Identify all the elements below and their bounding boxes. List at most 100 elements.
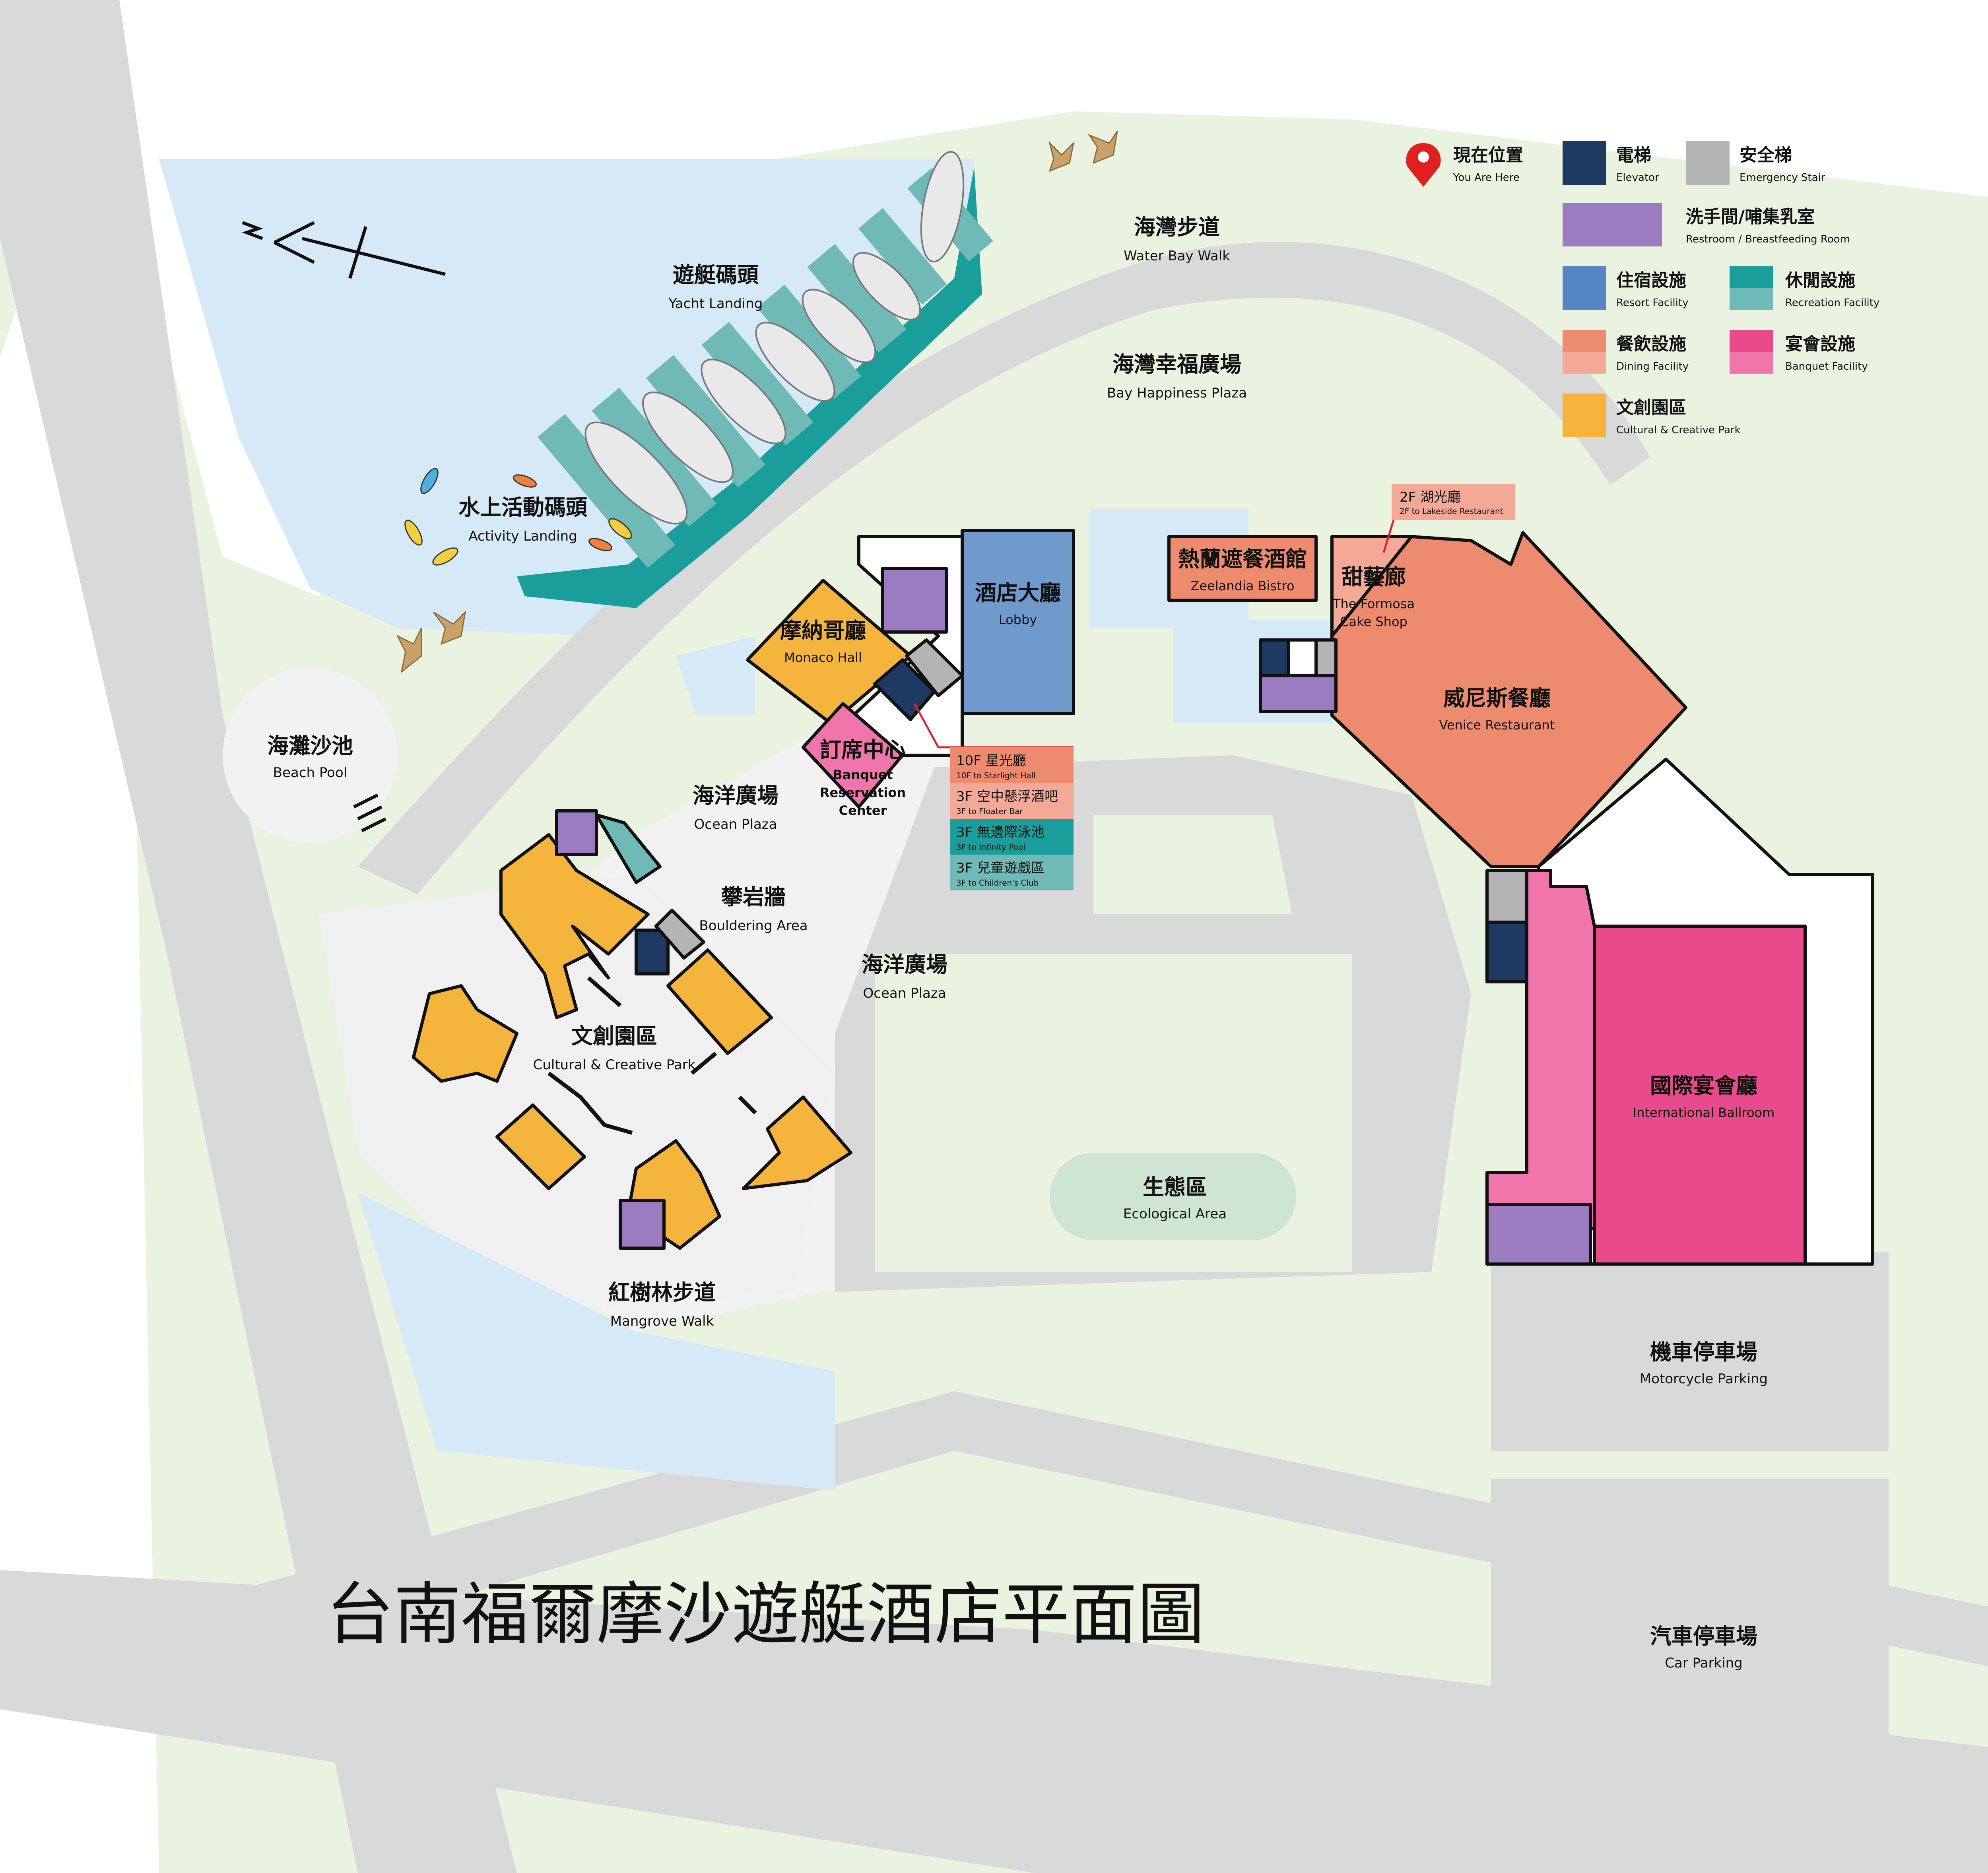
monaco-zh: 摩納哥廳: [780, 618, 866, 643]
floor-row-1-zh: 3F 空中懸浮酒吧: [956, 789, 1058, 805]
swatch-cultural: [1563, 394, 1606, 437]
legend-recreation-en: Recreation Facility: [1785, 297, 1879, 309]
yacht-icons: [584, 151, 965, 525]
swatch-dining-dark: [1563, 330, 1606, 352]
ecological-en: Ecological Area: [1123, 1206, 1227, 1222]
car-parking-zh: 汽車停車場: [1650, 1624, 1757, 1649]
location-pin-icon: [1406, 143, 1441, 187]
beach-pool-circle: [223, 668, 398, 843]
lakeside-callout[interactable]: 2F 湖光廳 2F to Lakeside Restaurant: [1382, 484, 1515, 553]
banquet-reservation-building[interactable]: [802, 702, 904, 809]
bouldering-zh: 攀岩牆: [721, 884, 786, 909]
legend-restroom-en: Restroom / Breastfeeding Room: [1686, 233, 1850, 245]
legend-resort-en: Resort Facility: [1616, 297, 1689, 309]
legend-stair-zh: 安全梯: [1740, 145, 1792, 165]
beach-lines: [353, 793, 386, 832]
floor-row-0-en: 10F to Starlight Hall: [956, 771, 1036, 780]
lakeside-en: 2F to Lakeside Restaurant: [1400, 506, 1503, 516]
car-parking-area: [1491, 1479, 1889, 1737]
lobby-stair[interactable]: [905, 638, 964, 697]
floor-row-0[interactable]: [950, 747, 1074, 783]
activity-landing-zh: 水上活動碼頭: [458, 495, 588, 520]
pointer-line: [913, 703, 940, 748]
ocean-plaza-2-zh: 海洋廣場: [862, 952, 947, 977]
swatch-dining-light: [1563, 352, 1606, 374]
dock-fingers: [538, 168, 993, 568]
floor-row-3[interactable]: [950, 855, 1074, 890]
south-road-2: [239, 1391, 1988, 1666]
legend-dining-zh: 餐飲設施: [1616, 334, 1686, 354]
north-arrow-icon: [242, 221, 446, 279]
bay-walk-road: [358, 242, 1650, 894]
cultural-stair[interactable]: [654, 909, 705, 960]
venice-zh: 威尼斯餐廳: [1443, 686, 1551, 711]
ecological-area-shape: [1050, 1153, 1296, 1240]
bouldering-en: Bouldering Area: [699, 918, 808, 934]
venice-restroom[interactable]: [1259, 674, 1338, 713]
activity-landing-en: Activity Landing: [468, 528, 577, 544]
legend-stair-en: Emergency Stair: [1740, 172, 1825, 184]
floor-row-2-zh: 3F 無邊際泳池: [956, 824, 1044, 840]
water-bay-walk-zh: 海灣步道: [1134, 215, 1220, 240]
lobby-en: Lobby: [999, 612, 1037, 627]
stairs-icon: [1686, 141, 1730, 185]
legend-dining-en: Dining Facility: [1616, 361, 1689, 372]
legend-cultural-zh: 文創園區: [1616, 397, 1686, 418]
ballroom-building[interactable]: [1593, 925, 1807, 1266]
south-road: [0, 1570, 1988, 1873]
water-patch-3: [676, 636, 755, 715]
ballroom-prefunction[interactable]: [1485, 869, 1596, 1230]
legend-resort-zh: 住宿設施: [1616, 270, 1686, 291]
ballroom-restroom[interactable]: [1485, 1203, 1592, 1266]
cultural-park-en: Cultural & Creative Park: [533, 1057, 696, 1073]
venice-en: Venice Restaurant: [1439, 717, 1555, 733]
lakeside-zh: 2F 湖光廳: [1400, 489, 1461, 505]
place-labels: 遊艇碼頭 Yacht Landing 海灣步道 Water Bay Walk 海…: [267, 215, 1768, 1671]
cake-shop-zh: 甜藝廊: [1342, 564, 1406, 589]
floor-row-1[interactable]: [950, 783, 1074, 819]
swatch-recreation-dark: [1730, 266, 1773, 288]
zeelandia-en: Zeelandia Bistro: [1190, 578, 1294, 593]
lobby-building[interactable]: [961, 529, 1075, 715]
floor-row-3-zh: 3F 兒童遊戲區: [956, 860, 1044, 876]
venice-room-white[interactable]: [1287, 638, 1318, 677]
zeelandia-building[interactable]: [1167, 535, 1318, 602]
banquet-reservation-zh: 訂席中心: [820, 737, 906, 762]
white-sky: [119, 0, 1988, 596]
floor-row-2[interactable]: [950, 819, 1074, 855]
floor-row-0-zh: 10F 星光廳: [956, 753, 1026, 769]
bay-water: [159, 159, 974, 636]
legend-elevator-zh: 電梯: [1616, 145, 1651, 165]
ballroom-stair[interactable]: [1485, 869, 1528, 924]
venice-elevator[interactable]: [1259, 638, 1290, 677]
cultural-elevator[interactable]: [635, 929, 670, 975]
monaco-restroom[interactable]: [881, 567, 948, 634]
cultural-paths: [547, 976, 757, 1135]
east-green: [1352, 119, 1988, 874]
bay-plaza-en: Bay Happiness Plaza: [1107, 385, 1247, 401]
floor-row-3-en: 3F to Children's Club: [956, 878, 1039, 888]
swatch-recreation-light: [1730, 288, 1773, 310]
banquet-reservation-en2: Reservation: [820, 785, 906, 800]
ballroom-elevator[interactable]: [1485, 921, 1528, 983]
venice-restaurant-building[interactable]: [1330, 531, 1687, 868]
upper-floors-list: 10F 星光廳 10F to Starlight Hall 3F 空中懸浮酒吧 …: [950, 747, 1074, 890]
elevator-icon: [1563, 141, 1606, 185]
ocean-plaza-2-en: Ocean Plaza: [863, 985, 946, 1001]
beach-pool-zh: 海灘沙池: [267, 733, 353, 758]
banquet-reservation-en3: Center: [839, 803, 887, 818]
legend: 現在位置 You Are Here 電梯 Elevator 安全梯 Emerge…: [1406, 141, 1879, 437]
swatch-banquet-light: [1730, 352, 1773, 374]
cultural-restroom-1[interactable]: [555, 809, 598, 856]
cultural-restroom-2[interactable]: [619, 1199, 666, 1250]
venice-stair[interactable]: [1314, 638, 1338, 677]
ocean-plaza-1-zh: 海洋廣場: [693, 783, 779, 808]
bay-plaza-zh: 海灣幸福廣場: [1112, 352, 1241, 377]
lobby-zh: 酒店大廳: [975, 580, 1061, 605]
cake-shop-en2: Cake Shop: [1340, 614, 1408, 629]
legend-restroom-zh: 洗手間/哺集乳室: [1686, 207, 1815, 227]
map-title: 台南福爾摩沙遊艇酒店平面圖: [326, 1575, 1205, 1654]
banquet-reservation-en1: Banquet: [833, 767, 893, 782]
legend-you-are-here-zh: 現在位置: [1453, 145, 1523, 165]
monaco-en: Monaco Hall: [784, 650, 862, 665]
